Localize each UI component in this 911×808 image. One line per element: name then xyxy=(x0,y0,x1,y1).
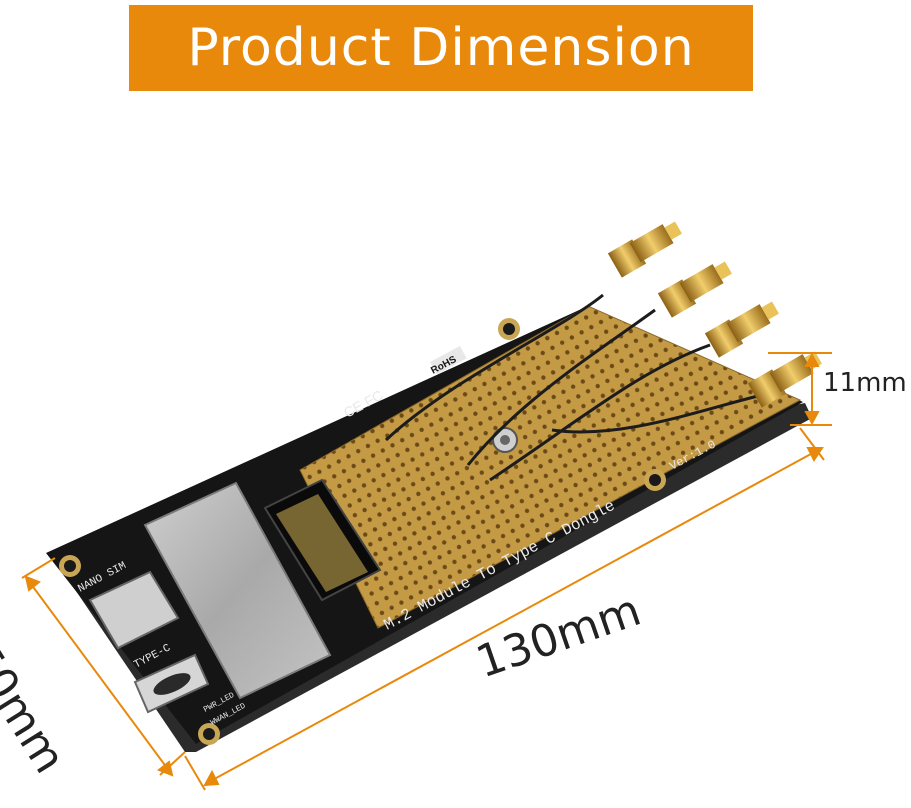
banner-title: Product Dimension xyxy=(187,18,695,78)
copper-grid-area xyxy=(299,305,802,629)
dimension-lines xyxy=(21,352,832,791)
antenna-cables xyxy=(384,293,763,482)
mounting-holes xyxy=(59,318,666,745)
title-banner: Product Dimension xyxy=(129,5,753,91)
m2-slot-contacts xyxy=(276,494,368,592)
sma-connector-3 xyxy=(704,301,779,358)
sma-connector-2 xyxy=(657,261,732,318)
rohs-badge xyxy=(429,346,467,375)
height-dimension-label: 11mm xyxy=(823,368,907,398)
sma-connectors xyxy=(607,221,822,408)
nano-sim-slot xyxy=(88,570,180,650)
metal-shield xyxy=(143,481,332,700)
sma-connector-1 xyxy=(607,221,682,278)
